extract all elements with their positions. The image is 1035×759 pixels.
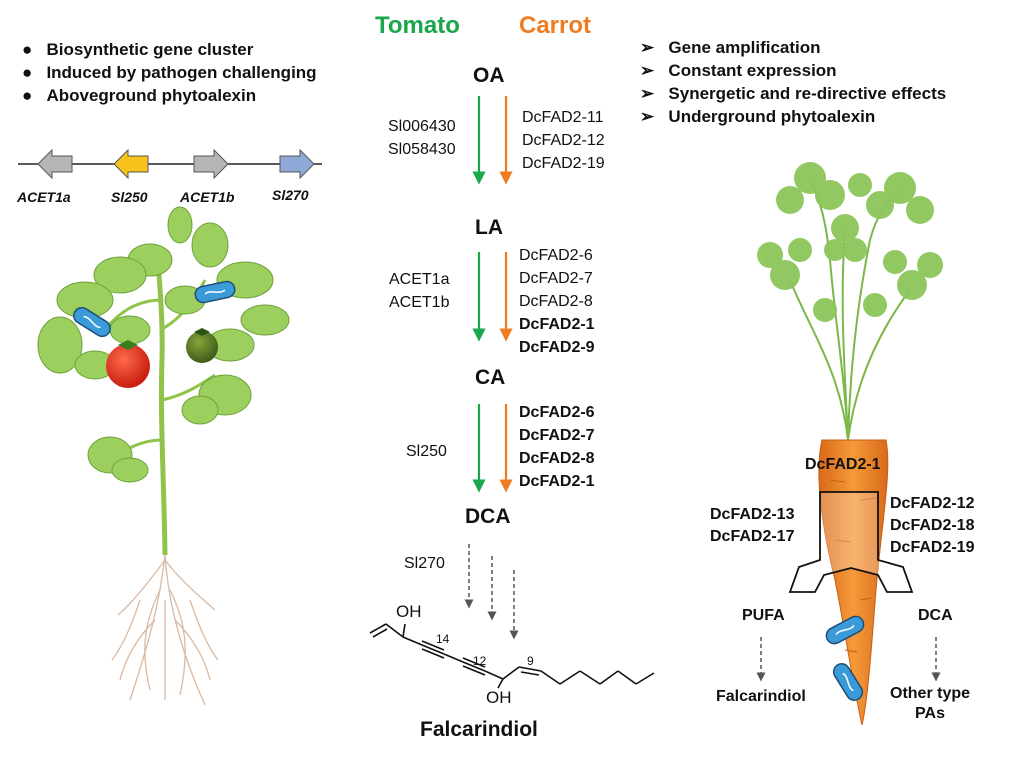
- tomato-step-1-enzymes: Sl006430 Sl058430: [388, 115, 456, 161]
- structure-oh-bottom: OH: [486, 688, 512, 707]
- carrot-final-line: PAs: [915, 705, 945, 722]
- carrot-right-product: DCA: [918, 607, 953, 624]
- tomato-enzyme: ACET1a: [389, 271, 450, 288]
- carrot-enzyme: DcFAD2-6: [519, 404, 595, 421]
- carrot-enzyme: DcFAD2-7: [519, 270, 593, 287]
- arrow-bullet-icon: ➢: [640, 61, 669, 80]
- tomato-feature-item: ● Induced by pathogen challenging: [22, 63, 317, 82]
- carrot-feature-item: ➢ Synergetic and re-directive effects: [640, 84, 947, 103]
- tomato-step-2-enzymes: ACET1a ACET1b: [389, 268, 449, 314]
- carrot-branch-arrows: [788, 491, 914, 593]
- carrot-enzyme: DcFAD2-19: [522, 155, 605, 172]
- carrot-step-1-enzymes: DcFAD2-11 DcFAD2-12 DcFAD2-19: [522, 106, 605, 175]
- carrot-right-final: Other type PAs: [890, 684, 970, 724]
- carrot-enzyme: DcFAD2-12: [522, 132, 605, 149]
- tomato-enzyme: Sl006430: [388, 118, 456, 135]
- tomato-plant-illustration: [37, 206, 290, 706]
- falcarindiol-structure: [369, 623, 655, 689]
- tomato-enzyme: Sl250: [406, 443, 447, 460]
- carrot-final-line: Other type: [890, 685, 971, 702]
- structure-c12: 12: [473, 654, 487, 668]
- carrot-feature-item: ➢ Constant expression: [640, 61, 837, 80]
- carrot-branch-enzyme: DcFAD2-18: [890, 517, 975, 534]
- carrot-left-enzymes: DcFAD2-13 DcFAD2-17: [710, 504, 794, 548]
- structure-c9: 9: [527, 654, 534, 668]
- carrot-illustration: [757, 162, 943, 726]
- metabolite-la: LA: [475, 216, 503, 239]
- arrow-bullet-icon: ➢: [640, 107, 669, 126]
- carrot-left-final: Falcarindiol: [716, 688, 806, 705]
- carrot-feature-item: ➢ Gene amplification: [640, 38, 821, 57]
- metabolite-dca: DCA: [465, 505, 511, 528]
- bullet-dot-icon: ●: [22, 63, 47, 82]
- structure-c14: 14: [436, 632, 450, 646]
- tomato-enzyme: ACET1b: [389, 294, 450, 311]
- tomato-step-3-enzymes: Sl250: [406, 440, 447, 463]
- gene-arrow-sl250: [113, 148, 149, 180]
- carrot-header: Carrot: [519, 12, 592, 39]
- gene-arrow-acet1b: [193, 148, 229, 180]
- gene-arrow-sl270: [279, 148, 315, 180]
- gene-label-acet1b: ACET1b: [180, 189, 235, 205]
- product-name: Falcarindiol: [420, 718, 538, 741]
- carrot-enzyme: DcFAD2-8: [519, 293, 593, 310]
- tomato-feature-item: ● Aboveground phytoalexin: [22, 86, 257, 105]
- carrot-enzyme: DcFAD2-6: [519, 247, 593, 264]
- carrot-feature-item: ➢ Underground phytoalexin: [640, 107, 876, 126]
- tomato-enzyme: Sl058430: [388, 141, 456, 158]
- carrot-branch-enzyme: DcFAD2-17: [710, 528, 795, 545]
- carrot-left-product: PUFA: [742, 607, 785, 624]
- carrot-enzyme: DcFAD2-9: [519, 339, 595, 356]
- metabolite-oa: OA: [473, 64, 505, 87]
- pathway-arrows: [464, 96, 519, 640]
- bullet-dot-icon: ●: [22, 86, 47, 105]
- carrot-branch-enzyme: DcFAD2-19: [890, 539, 975, 556]
- gene-arrow-acet1a: [37, 148, 73, 180]
- metabolite-ca: CA: [475, 366, 506, 389]
- tomato-header: Tomato: [375, 12, 460, 39]
- gene-cluster: [18, 148, 322, 180]
- carrot-branch-enzyme: DcFAD2-12: [890, 495, 975, 512]
- structure-oh-top: OH: [396, 602, 422, 621]
- gene-label-acet1a: ACET1a: [17, 189, 71, 205]
- gene-label-sl250: Sl250: [111, 189, 148, 205]
- carrot-step-3-enzymes: DcFAD2-6 DcFAD2-7 DcFAD2-8 DcFAD2-1: [519, 401, 595, 493]
- carrot-root-enzyme: DcFAD2-1: [805, 456, 881, 473]
- carrot-step-2-enzymes: DcFAD2-6 DcFAD2-7 DcFAD2-8 DcFAD2-1 DcFA…: [519, 244, 595, 359]
- carrot-enzyme: DcFAD2-1: [519, 316, 595, 333]
- carrot-enzyme: DcFAD2-11: [522, 109, 604, 126]
- tomato-feature-item: ● Biosynthetic gene cluster: [22, 40, 254, 59]
- gene-label-sl270: Sl270: [272, 187, 309, 203]
- arrow-bullet-icon: ➢: [640, 38, 669, 57]
- carrot-enzyme: DcFAD2-8: [519, 450, 595, 467]
- carrot-enzyme: DcFAD2-1: [519, 473, 595, 490]
- carrot-enzyme: DcFAD2-7: [519, 427, 595, 444]
- arrow-bullet-icon: ➢: [640, 84, 669, 103]
- tomato-step-4-enzyme: Sl270: [404, 555, 445, 572]
- bullet-dot-icon: ●: [22, 40, 47, 59]
- carrot-branch-enzyme: DcFAD2-13: [710, 506, 795, 523]
- carrot-right-enzymes: DcFAD2-12 DcFAD2-18 DcFAD2-19: [890, 493, 974, 559]
